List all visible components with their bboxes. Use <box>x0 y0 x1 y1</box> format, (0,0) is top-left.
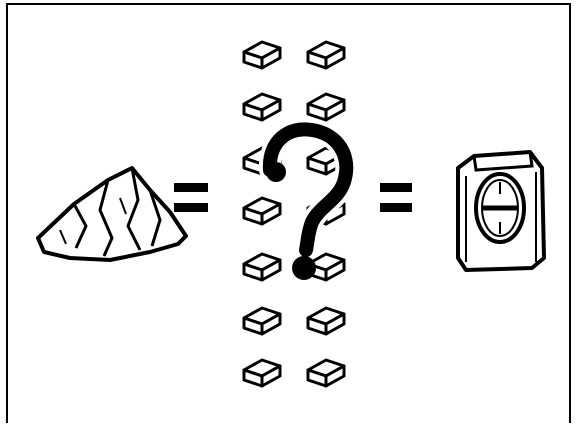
equals-icon <box>174 183 208 212</box>
bag-icon <box>458 152 544 270</box>
equals-icon <box>380 183 412 212</box>
pile-icon <box>38 168 186 260</box>
